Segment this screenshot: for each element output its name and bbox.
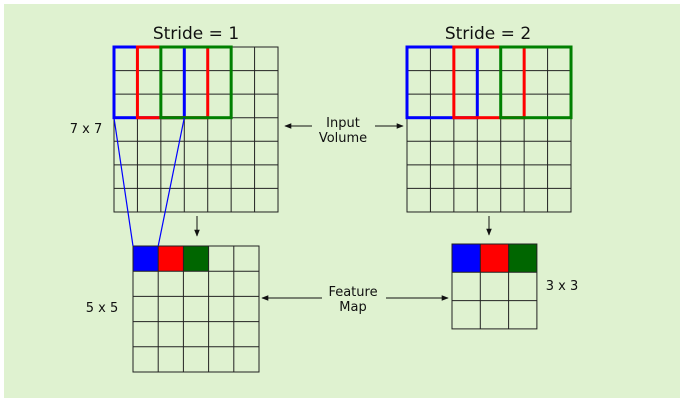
right-filter-blue — [405, 45, 479, 120]
feature-map-label-line1: Feature — [328, 285, 377, 300]
feature-right-grid-border — [451, 243, 538, 330]
feature-right-cell-blue — [452, 244, 481, 273]
left-filter-green — [159, 45, 233, 120]
input-volume-label-line2: Volume — [319, 131, 367, 146]
projection-line-right — [157, 117, 185, 247]
stride-2-title: Stride = 2 — [445, 24, 531, 44]
input-volume-label-line1: Input — [326, 116, 360, 131]
feature-size-right-label: 3 x 3 — [546, 279, 579, 294]
right-filter-red — [452, 45, 526, 120]
feature-left-grid — [132, 245, 260, 373]
projection-line-left — [113, 117, 134, 247]
feature-left-grid-border — [132, 245, 260, 373]
stride-1-title: Stride = 1 — [153, 24, 239, 44]
feature-left-cell-blue — [133, 246, 159, 272]
feature-left-cell-red — [158, 246, 184, 272]
feature-right-cell-red — [480, 244, 509, 273]
feature-map-label-line2: Map — [339, 300, 366, 315]
right-filter-green — [499, 45, 573, 120]
feature-right-grid — [451, 243, 538, 330]
diagram-background — [4, 4, 680, 398]
feature-right-cell-dark_green — [508, 244, 537, 273]
feature-left-cell-dark_green — [183, 246, 209, 272]
input-size-label: 7 x 7 — [70, 122, 103, 137]
feature-size-left-label: 5 x 5 — [86, 301, 119, 316]
